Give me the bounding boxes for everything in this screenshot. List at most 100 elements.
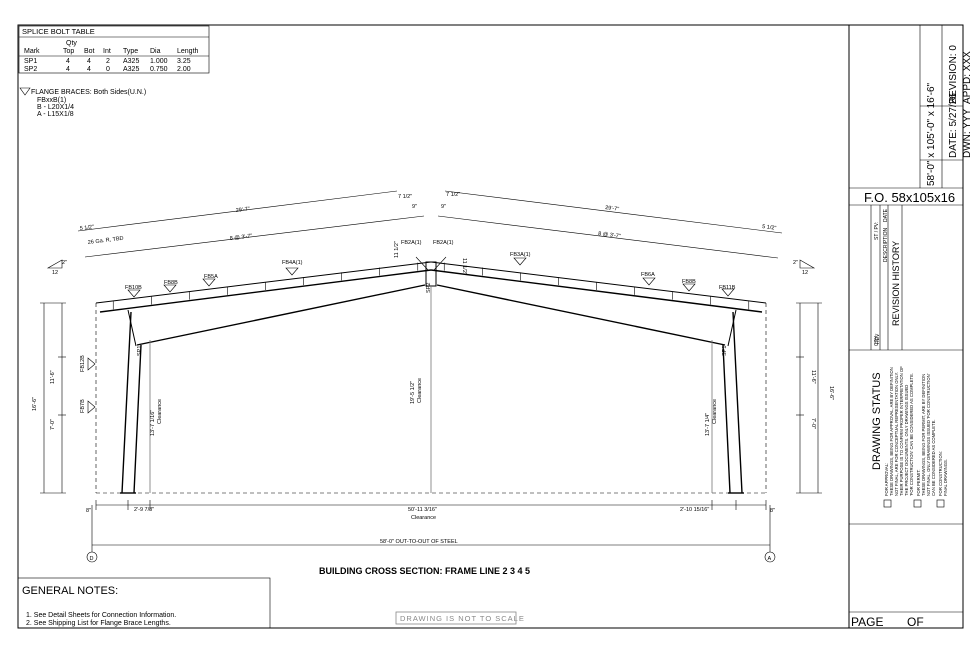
center-clearance-label: Clearance: [417, 378, 423, 403]
right-roof-line: [430, 261, 767, 304]
brace-tag: FB10B: [125, 285, 142, 291]
right-rafter-top-flange: [430, 269, 763, 313]
brace-tag: FB2A(1): [401, 240, 422, 246]
construction-block: FOR CONSTRUCTION: FINAL DRAWINGS.: [936, 451, 948, 508]
status-text: FOR APPROVAL:: [884, 463, 889, 496]
splice-table-qty-header: Qty: [66, 40, 77, 47]
status-text: FINAL DRAWINGS.: [943, 459, 948, 496]
ridge-brace-line: [415, 256, 429, 271]
base-left-dim: 2'-9 7/8": [134, 507, 154, 513]
splice-mark: SP1: [137, 346, 143, 356]
left-height-upper: 11'-6": [50, 370, 56, 384]
splice-marks: SP1 SP2 SP1: [137, 283, 728, 356]
splice-col-dia: Dia: [150, 48, 161, 55]
left-clearance-label: Clearance: [157, 399, 163, 424]
height-dimensions: 16'-6" 11'-6" 7'-0" 16'-6" 11'-6" 7'-0" …: [32, 302, 834, 494]
brace-tag: FB8B: [682, 279, 696, 285]
slope-run: 12: [52, 270, 58, 276]
frame-elevation: [95, 256, 767, 494]
splice-col-top: Top: [63, 48, 74, 55]
brace-tag: FB8B: [164, 280, 178, 286]
cell: 4: [66, 66, 70, 73]
brace-triangle-icon: [87, 400, 96, 414]
base-center-dim: 50'-11 3/16": [408, 507, 437, 513]
brace-tag: FB2A(1): [433, 240, 454, 246]
ridge-brace-line: [433, 256, 447, 271]
status-text: 'FOR CONSTRUCTION' CAN BE CONSIDERED AS …: [909, 373, 914, 496]
left-height-total: 16'-6": [32, 397, 38, 411]
rev-col: DATE: [883, 208, 889, 222]
status-text: CAN BE CONSIDERED AS COMPLETE.: [931, 419, 936, 496]
title-block: 58'-0" x 105'-0" x 16'-6" REVISION: 0 DA…: [849, 25, 973, 629]
brace-triangle-icon: [642, 277, 656, 286]
right-spacing-dim-line: [437, 215, 779, 259]
base-right-offset: 8": [770, 508, 775, 514]
brace-tag: FB6A: [641, 272, 655, 278]
gauge-note: 26 Ga. R, TBD: [88, 236, 124, 246]
right-height-total: 16'-6": [828, 386, 834, 400]
cell: A325: [123, 66, 139, 73]
flange-brace-line: B - L20X1/4: [37, 104, 74, 111]
left-rafter-bottom-flange: [136, 284, 426, 346]
base-dimensions: 8" 2'-9 7/8" 50'-11 3/16" Clearance 2'-1…: [86, 500, 776, 563]
ridge-splice-plate: [425, 261, 437, 287]
cell: SP2: [24, 66, 37, 73]
brace-triangle-icon: [513, 257, 527, 266]
status-text: FOR PERMIT:: [916, 469, 921, 496]
splice-mark: SP2: [426, 283, 432, 293]
splice-row-sp1: SP1 4 4 2 A325 1.000 3.25: [24, 58, 191, 65]
slope-rise: 2": [62, 260, 67, 266]
splice-mark: SP1: [722, 346, 728, 356]
ridge-11-left: 11 1/2": [394, 241, 400, 258]
brace-tag: FB4A(1): [282, 260, 303, 266]
permit-checkbox[interactable]: [913, 499, 922, 508]
cell: 3.25: [177, 58, 191, 65]
left-eave-splice: [127, 309, 137, 347]
roof-dimensions: 29'-7" 29'-7" 8 @ 3'-7" 8 @ 3'-7" 5 1/2"…: [46, 190, 816, 276]
left-slope-symbol: [46, 259, 63, 269]
right-height-lower: 7'-0": [810, 418, 816, 429]
left-column: [121, 311, 142, 494]
ridge-9-left: 9": [412, 204, 417, 210]
right-slope-symbol: [799, 259, 816, 269]
general-notes-title: GENERAL NOTES:: [22, 585, 118, 597]
drawing-status-title: DRAWING STATUS: [871, 372, 883, 470]
approval-checkbox[interactable]: [883, 499, 892, 508]
construction-checkbox[interactable]: [936, 499, 945, 508]
general-notes: GENERAL NOTES: 1. See Detail Sheets for …: [17, 577, 271, 629]
left-spacing-dim-line: [84, 215, 425, 258]
right-total-dim-line: [444, 190, 783, 234]
cell: 2: [106, 58, 110, 65]
status-text: FOR CONSTRUCTION:: [938, 451, 943, 496]
left-purlin-spacing: 8 @ 3'-7": [230, 233, 253, 242]
st-pv-label: ST / PV:: [874, 222, 880, 240]
ridge-right-dim: 7 1/2": [446, 192, 460, 198]
status-text: THESE DRAWINGS, BEING FOR PERMIT, ARE BY…: [921, 374, 926, 496]
right-clear-height: 13'-7 1/4": [705, 413, 711, 436]
left-height-lower: 7'-0": [50, 419, 56, 430]
cell: 2.00: [177, 66, 191, 73]
sheet-border: [17, 24, 964, 629]
slope-rise: 2": [793, 260, 798, 266]
cell: A325: [123, 58, 139, 65]
flange-braces-title: FLANGE BRACES: Both Sides(U.N.): [31, 89, 146, 96]
brace-triangle-icon: [19, 87, 31, 96]
cty-label: CTY:: [874, 335, 880, 346]
flange-brace-line: A - L15X1/8: [37, 111, 74, 118]
not-to-scale-text: DRAWING IS NOT TO SCALE: [400, 614, 525, 623]
right-height-upper: 11'-6": [810, 370, 816, 384]
not-to-scale-stamp: DRAWING IS NOT TO SCALE: [395, 611, 525, 625]
brace-tag: FB3A(1): [510, 252, 531, 258]
grid-bubble-right: [764, 551, 776, 563]
fo-number: F.O. 58x105x16: [864, 190, 955, 205]
right-column: [722, 311, 743, 494]
cell: 0: [106, 66, 110, 73]
revision-history-title: REVISION HISTORY: [891, 241, 901, 326]
left-rafter-top-flange: [99, 269, 432, 313]
cell: 1.000: [150, 58, 168, 65]
left-clear-height: 13'-7 1/16": [150, 410, 156, 436]
brace-tag: FB12B: [80, 355, 86, 372]
splice-bolt-table: SPLICE BOLT TABLE Qty Mark Top Bot Int T…: [18, 25, 210, 74]
slope-run: 12: [802, 270, 808, 276]
